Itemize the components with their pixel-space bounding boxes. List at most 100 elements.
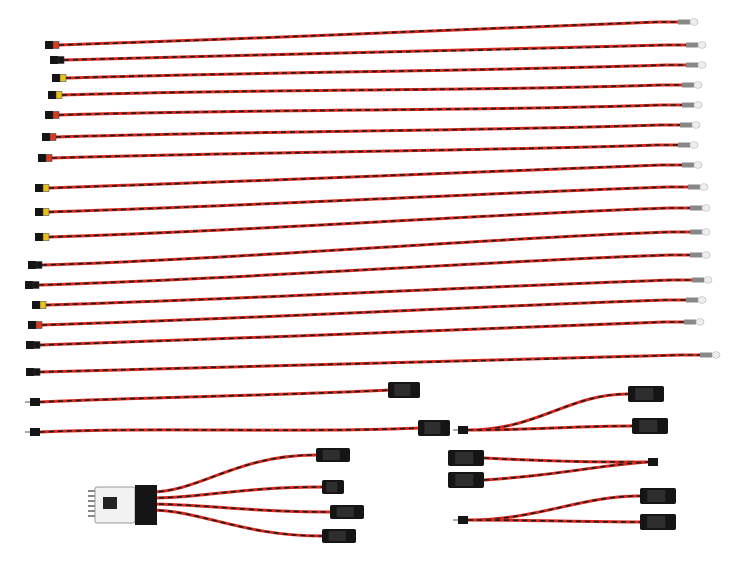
servo-cable-group	[25, 382, 676, 530]
plug-socket	[32, 281, 40, 289]
pin-header	[30, 398, 40, 406]
black-wire	[58, 21, 678, 46]
plug-socket	[39, 301, 47, 309]
output-cable	[149, 480, 344, 500]
black-wire	[149, 486, 323, 499]
led-leads	[678, 142, 690, 148]
led-leads	[688, 184, 700, 190]
led-wire	[45, 101, 703, 119]
black-wire	[41, 299, 686, 326]
black-wire	[41, 231, 690, 266]
red-wire	[467, 392, 629, 432]
red-wire	[467, 518, 641, 524]
extension-cable	[25, 382, 420, 406]
led-bulb	[701, 251, 711, 259]
led-bulb	[697, 41, 707, 49]
plug-socket	[57, 56, 65, 64]
plug-socket	[45, 154, 53, 162]
output-cable	[149, 508, 356, 543]
led-leads	[682, 162, 694, 168]
black-wire	[45, 279, 692, 306]
black-wire	[55, 124, 680, 138]
black-wire	[65, 64, 686, 79]
pin-header	[458, 426, 468, 434]
led-leads	[690, 229, 702, 235]
led-bulb	[693, 81, 703, 89]
led-leads	[678, 19, 690, 25]
plug-connector	[38, 154, 46, 162]
controller-board	[88, 448, 364, 543]
plug-connector	[26, 368, 34, 376]
led-leads	[680, 122, 692, 128]
plug-socket	[35, 261, 43, 269]
led-bulb	[693, 101, 703, 109]
pins	[25, 401, 30, 403]
led-leads	[684, 319, 696, 325]
black-wire	[483, 461, 649, 481]
plug-connector	[28, 261, 36, 269]
pins	[453, 429, 458, 431]
plug-connector	[48, 91, 56, 99]
pin-header	[30, 428, 40, 436]
led-wire	[42, 121, 701, 141]
board-pin	[88, 490, 95, 492]
led-wire	[25, 251, 711, 289]
black-wire	[467, 495, 641, 521]
plug-socket	[33, 341, 41, 349]
led-wire	[52, 61, 707, 82]
black-wire	[149, 509, 323, 537]
led-leads	[700, 352, 712, 358]
servo-connector-face	[322, 450, 340, 460]
plug-connector	[45, 111, 53, 119]
plug-connector	[28, 321, 36, 329]
red-wire	[149, 508, 323, 538]
led-wire	[35, 161, 703, 192]
board-pin	[88, 495, 95, 497]
black-wire	[39, 389, 391, 403]
extension-cable	[25, 420, 450, 436]
pin-header	[458, 516, 468, 524]
led-leads	[690, 252, 702, 258]
black-wire	[39, 354, 700, 373]
led-wire	[28, 228, 711, 269]
plug-socket	[42, 208, 50, 216]
plug-socket	[55, 91, 63, 99]
servo-connector-face	[328, 531, 346, 541]
black-wire	[48, 186, 688, 213]
led-wire	[50, 41, 707, 64]
servo-connector-face	[635, 388, 654, 400]
plug-connector	[42, 133, 50, 141]
led-bulb	[703, 276, 713, 284]
pins	[25, 431, 30, 433]
board-pin	[88, 505, 95, 507]
led-wire	[45, 18, 699, 49]
led-leads	[692, 277, 704, 283]
led-wire	[48, 81, 703, 99]
plug-connector	[35, 233, 43, 241]
led-wire	[28, 296, 707, 329]
red-wire	[467, 494, 641, 522]
red-wire	[39, 320, 684, 347]
led-bulb	[693, 161, 703, 169]
black-wire	[149, 454, 317, 493]
black-wire	[39, 321, 684, 346]
plug-socket	[42, 233, 50, 241]
servo-connector-face	[424, 422, 441, 434]
plug-socket	[35, 321, 43, 329]
red-wire	[51, 143, 678, 160]
plug-connector	[52, 74, 60, 82]
board-pin	[88, 500, 95, 502]
red-wire	[41, 298, 686, 327]
servo-connector-face	[336, 507, 354, 517]
servo-connector-face	[455, 474, 474, 486]
black-wire	[48, 207, 690, 238]
plug-connector	[26, 341, 34, 349]
plug-socket	[42, 184, 50, 192]
black-wire	[467, 425, 633, 431]
led-leads	[686, 62, 698, 68]
led-leads	[690, 205, 702, 211]
black-wire	[467, 393, 629, 431]
black-wire	[38, 254, 690, 286]
